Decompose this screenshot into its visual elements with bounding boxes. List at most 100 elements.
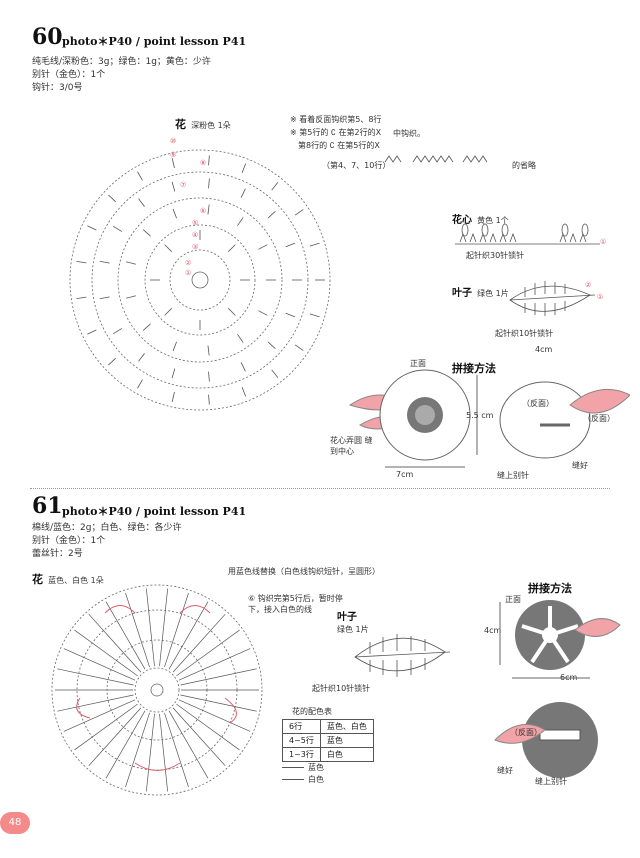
stitch-mark: [172, 208, 177, 219]
leaf-title: 叶子: [337, 612, 357, 623]
legend-label: 白色: [308, 775, 324, 784]
stitch-spoke: [88, 613, 142, 673]
stitch-mark: [237, 334, 244, 343]
omit-symbols: [384, 155, 488, 163]
table-row: 6行蓝色、白色: [282, 719, 374, 734]
table-cell: 蓝色、白色: [319, 719, 374, 734]
stitch-mark: [267, 210, 276, 219]
svg-text:⑥: ⑥: [200, 207, 206, 215]
flower-title: 花: [175, 118, 186, 131]
stitch-spoke: [168, 710, 209, 779]
photo-reference-60: photo＊P40 / point lesson P41: [62, 35, 247, 48]
pattern-number-60: 60: [32, 24, 63, 50]
stitch-spoke: [57, 694, 134, 712]
height-label-60: 5.5 cm: [466, 411, 494, 420]
stitch-mark: [207, 204, 210, 215]
flower-label-61: 花 蓝色、白色 1朵: [32, 568, 104, 587]
stitch-mark: [309, 242, 320, 247]
note-line: ※ 第5行的 ∁ 在第2行的X: [290, 128, 382, 137]
notes-60: ※ 看着反面钩织第5、8行 ※ 第5行的 ∁ 在第2行的X 第8行的 ∁ 在第5…: [290, 113, 381, 152]
stitch-mark: [126, 261, 137, 265]
table-cell: 蓝色: [319, 733, 374, 748]
stitch-spoke: [105, 601, 146, 670]
center-chart-60: ①: [455, 223, 606, 246]
pin-label-60: 缝上别针: [497, 471, 529, 480]
color-table: 6行蓝色、白色 4~5行蓝色 1~3行白色: [282, 719, 374, 762]
color-table-title: 花的配色表: [292, 707, 332, 716]
stitch-mark: [87, 225, 97, 231]
svg-text:①: ①: [185, 269, 191, 277]
stitch-spoke: [159, 713, 169, 792]
back-label-61: （反面）: [510, 728, 542, 737]
stitch-spoke: [176, 703, 240, 751]
table-row: 1~3行白色: [282, 747, 374, 762]
stitch-mark: [171, 181, 176, 192]
stitch-mark: [76, 296, 87, 300]
stitch-mark: [108, 194, 116, 203]
stitch-mark: [240, 188, 246, 198]
stitch-spoke: [178, 648, 251, 681]
stitch-spoke: [63, 699, 136, 732]
stitch-spoke: [172, 613, 226, 673]
assembly-diagram-61: [494, 600, 621, 778]
center-label-60: 花心 黄色 1个: [452, 208, 509, 227]
back-label-60b: （反面）: [583, 414, 615, 423]
stitch-mark: [208, 155, 210, 166]
stitch-spoke: [145, 713, 155, 792]
stitch-spoke: [176, 629, 240, 677]
center-sew-note: 花心弄圆 缝到中心: [330, 436, 373, 456]
leaf-start: 起针织10针锁针: [495, 329, 554, 338]
stitch-mark: [164, 308, 172, 316]
svg-text:②: ②: [185, 259, 191, 267]
omit-tail: 的省略: [512, 161, 536, 170]
note-line: 第8行的 ∁ 在第5行的X: [298, 141, 380, 150]
table-cell: 6行: [282, 719, 321, 734]
svg-text:①: ①: [597, 293, 603, 301]
back-label-60: （反面）: [522, 399, 554, 408]
note-1-61: 用蓝色线替换（白色线钩织短针，呈圆形）: [228, 567, 380, 576]
stitch-mark: [228, 244, 236, 252]
stitch-mark: [142, 323, 151, 331]
note-2-61: ⑥ 钩织完第5行后，暂时停下，接入白色的线: [248, 594, 343, 614]
stitch-mark: [309, 313, 320, 318]
stitch-mark: [164, 244, 172, 252]
table-row: 4~5行蓝色: [282, 733, 374, 748]
stitch-mark: [294, 344, 304, 351]
stitch-mark: [108, 357, 116, 366]
stitch-mark: [207, 345, 210, 356]
svg-text:③: ③: [192, 243, 198, 251]
svg-text:②: ②: [585, 281, 591, 289]
width-label-60: 7cm: [396, 470, 414, 479]
stitch-spoke: [125, 592, 150, 668]
center-start: 起针织30针锁针: [466, 251, 525, 260]
svg-text:⑤: ⑤: [192, 219, 198, 227]
stitch-mark: [294, 209, 304, 216]
center-title: 花心: [452, 215, 472, 226]
svg-text:⑧: ⑧: [200, 159, 206, 167]
stitch-mark: [138, 198, 145, 207]
stitch-spoke: [164, 592, 189, 668]
table-cell: 白色: [319, 747, 374, 762]
spec-line: 蕾丝针：2号: [32, 549, 83, 559]
spec-line: 纯毛线/深粉色：3g；绿色：1g；黄色：少许: [32, 57, 211, 67]
stitch-mark: [142, 229, 151, 237]
front-label-61: 正面: [505, 595, 521, 604]
leaf-title: 叶子: [452, 288, 472, 299]
stitch-mark: [285, 242, 296, 248]
flower-chart-60: ⑩ ⑨ ⑧ ⑦ ⑥ ⑤ ④ ③ ② ①: [69, 137, 331, 411]
legend-item: 白色: [282, 774, 324, 786]
spec-line: 别针（金色）：1个: [32, 70, 106, 80]
stitch-mark: [240, 362, 246, 372]
leaf-label-61: 叶子 绿色 1片: [337, 612, 369, 636]
stitch-spoke: [125, 712, 150, 788]
svg-text:⑦: ⑦: [180, 181, 186, 189]
stitch-spoke: [63, 648, 136, 681]
flower-color: 蓝色、白色 1朵: [48, 576, 104, 585]
flower-title: 花: [32, 573, 43, 586]
stitch-mark: [241, 163, 247, 174]
flower-label-60: 花 深粉色 1朵: [175, 113, 231, 132]
note-tail: 中钩织。: [393, 129, 425, 138]
stitch-spoke: [159, 588, 169, 667]
stitch-mark: [76, 260, 87, 264]
stitch-mark: [258, 244, 268, 250]
